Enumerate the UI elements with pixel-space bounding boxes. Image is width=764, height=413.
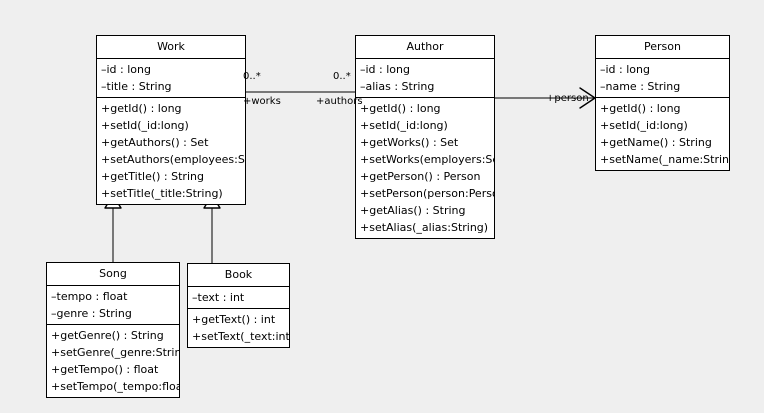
method-row: +getId() : long xyxy=(360,102,441,115)
class-name-song: Song xyxy=(47,263,179,286)
method-row: +getName() : String xyxy=(600,136,712,149)
uml-class-book[interactable]: Book –text : int +getText() : int +setTe… xyxy=(187,263,290,348)
methods-compartment-work: +getId() : long +setId(_id:long) +getAut… xyxy=(97,98,245,204)
methods-compartment-person: +getId() : long +setId(_id:long) +getNam… xyxy=(596,98,729,170)
method-row: +setAlias(_alias:String) xyxy=(360,221,489,234)
method-row: +setPerson(person:Person) xyxy=(360,187,495,200)
uml-class-work[interactable]: Work –id : long –title : String +getId()… xyxy=(96,35,246,205)
attribute-row: –id : long xyxy=(600,63,650,76)
method-row: +getText() : int xyxy=(192,313,276,326)
attribute-row: –genre : String xyxy=(51,307,132,320)
attribute-row: –alias : String xyxy=(360,80,435,93)
uml-class-author[interactable]: Author –id : long –alias : String +getId… xyxy=(355,35,495,239)
class-name-book: Book xyxy=(188,264,289,287)
uml-class-person[interactable]: Person –id : long –name : String +getId(… xyxy=(595,35,730,171)
method-row: +setGenre(_genre:String) xyxy=(51,346,180,359)
class-name-work: Work xyxy=(97,36,245,59)
method-row: +setTempo(_tempo:float) xyxy=(51,380,180,393)
method-row: +setTitle(_title:String) xyxy=(101,187,223,200)
method-row: +getTempo() : float xyxy=(51,363,159,376)
attributes-compartment-book: –text : int xyxy=(188,287,289,309)
method-row: +getTitle() : String xyxy=(101,170,204,183)
method-row: +setId(_id:long) xyxy=(101,119,189,132)
method-row: +setAuthors(employees:Set) xyxy=(101,153,246,166)
method-row: +setId(_id:long) xyxy=(600,119,688,132)
attribute-row: –name : String xyxy=(600,80,681,93)
methods-compartment-author: +getId() : long +setId(_id:long) +getWor… xyxy=(356,98,494,238)
attributes-compartment-person: –id : long –name : String xyxy=(596,59,729,98)
method-row: +getId() : long xyxy=(101,102,182,115)
method-row: +getWorks() : Set xyxy=(360,136,459,149)
class-name-author: Author xyxy=(356,36,494,59)
attribute-row: –id : long xyxy=(360,63,410,76)
methods-compartment-book: +getText() : int +setText(_text:int) xyxy=(188,309,289,347)
attributes-compartment-song: –tempo : float –genre : String xyxy=(47,286,179,325)
attribute-row: –id : long xyxy=(101,63,151,76)
method-row: +setText(_text:int) xyxy=(192,330,290,343)
attribute-row: –title : String xyxy=(101,80,172,93)
methods-compartment-song: +getGenre() : String +setGenre(_genre:St… xyxy=(47,325,179,397)
attribute-row: –tempo : float xyxy=(51,290,128,303)
class-name-person: Person xyxy=(596,36,729,59)
method-row: +setName(_name:String) xyxy=(600,153,730,166)
method-row: +getAlias() : String xyxy=(360,204,466,217)
method-row: +setWorks(employers:Set) xyxy=(360,153,495,166)
attribute-row: –text : int xyxy=(192,291,245,304)
method-row: +getGenre() : String xyxy=(51,329,164,342)
attributes-compartment-work: –id : long –title : String xyxy=(97,59,245,98)
uml-class-song[interactable]: Song –tempo : float –genre : String +get… xyxy=(46,262,180,398)
method-row: +getAuthors() : Set xyxy=(101,136,209,149)
method-row: +getId() : long xyxy=(600,102,681,115)
method-row: +setId(_id:long) xyxy=(360,119,448,132)
attributes-compartment-author: –id : long –alias : String xyxy=(356,59,494,98)
role-label-person: +person xyxy=(546,93,589,104)
multiplicity-label-work-end: 0..* xyxy=(243,71,261,82)
role-label-authors: +authors xyxy=(316,96,363,107)
method-row: +getPerson() : Person xyxy=(360,170,481,183)
multiplicity-label-author-end: 0..* xyxy=(333,71,351,82)
role-label-works: +works xyxy=(243,96,281,107)
